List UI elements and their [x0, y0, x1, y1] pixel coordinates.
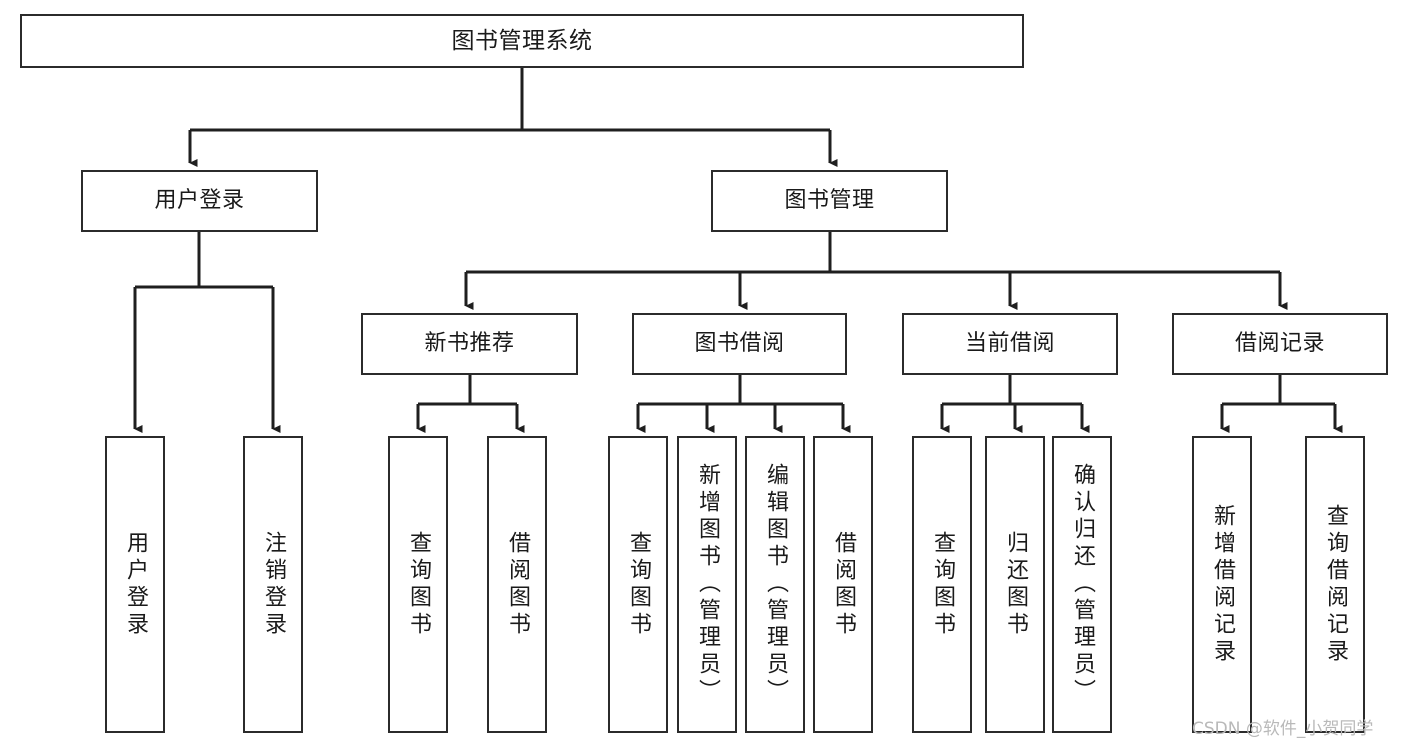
node-leaf-query-record-label: 查询借阅记录	[1323, 503, 1348, 666]
node-leaf-logout-label: 注销登录	[261, 530, 286, 639]
node-leaf-user-login-label: 用户登录	[123, 530, 148, 639]
node-leaf-edit-book[interactable]: 编辑图书（管理员）	[745, 436, 805, 733]
node-leaf-return-book[interactable]: 归还图书	[985, 436, 1045, 733]
node-borrow-record[interactable]: 借阅记录	[1172, 313, 1388, 375]
csdn-watermark: CSDN @软件_小贺同学	[1192, 719, 1374, 739]
node-leaf-add-book-label: 新增图书（管理员）	[695, 463, 720, 706]
node-leaf-return-book-label: 归还图书	[1003, 530, 1028, 639]
node-leaf-query-book-3-label: 查询图书	[930, 530, 955, 639]
node-leaf-query-book-3[interactable]: 查询图书	[912, 436, 972, 733]
node-leaf-confirm-return-label: 确认归还（管理员）	[1070, 463, 1095, 706]
node-borrow-record-label: 借阅记录	[1234, 331, 1325, 357]
node-leaf-query-book-1-label: 查询图书	[406, 530, 431, 639]
node-user-login-label: 用户登录	[154, 188, 245, 214]
node-leaf-borrow-book-2-label: 借阅图书	[831, 530, 856, 639]
node-leaf-borrow-book-1-label: 借阅图书	[505, 530, 530, 639]
node-leaf-add-record-label: 新增借阅记录	[1210, 503, 1235, 666]
node-leaf-edit-book-label: 编辑图书（管理员）	[763, 463, 788, 706]
node-current-borrow-label: 当前借阅	[964, 331, 1055, 357]
node-leaf-borrow-book-2[interactable]: 借阅图书	[813, 436, 873, 733]
node-user-login[interactable]: 用户登录	[81, 170, 318, 232]
node-root[interactable]: 图书管理系统	[20, 14, 1024, 68]
node-book-management-label: 图书管理	[784, 188, 875, 214]
node-leaf-query-record[interactable]: 查询借阅记录	[1305, 436, 1365, 733]
node-leaf-add-book[interactable]: 新增图书（管理员）	[677, 436, 737, 733]
node-leaf-query-book-2[interactable]: 查询图书	[608, 436, 668, 733]
node-leaf-confirm-return[interactable]: 确认归还（管理员）	[1052, 436, 1112, 733]
node-leaf-query-book-2-label: 查询图书	[626, 530, 651, 639]
node-leaf-borrow-book-1[interactable]: 借阅图书	[487, 436, 547, 733]
node-leaf-add-record[interactable]: 新增借阅记录	[1192, 436, 1252, 733]
node-leaf-user-login[interactable]: 用户登录	[105, 436, 165, 733]
node-book-borrow-label: 图书借阅	[694, 331, 785, 357]
node-current-borrow[interactable]: 当前借阅	[902, 313, 1118, 375]
node-book-management[interactable]: 图书管理	[711, 170, 948, 232]
node-new-book-recommend-label: 新书推荐	[424, 331, 515, 357]
node-leaf-logout[interactable]: 注销登录	[243, 436, 303, 733]
node-new-book-recommend[interactable]: 新书推荐	[361, 313, 578, 375]
node-root-label: 图书管理系统	[451, 27, 593, 54]
node-book-borrow[interactable]: 图书借阅	[632, 313, 847, 375]
node-leaf-query-book-1[interactable]: 查询图书	[388, 436, 448, 733]
